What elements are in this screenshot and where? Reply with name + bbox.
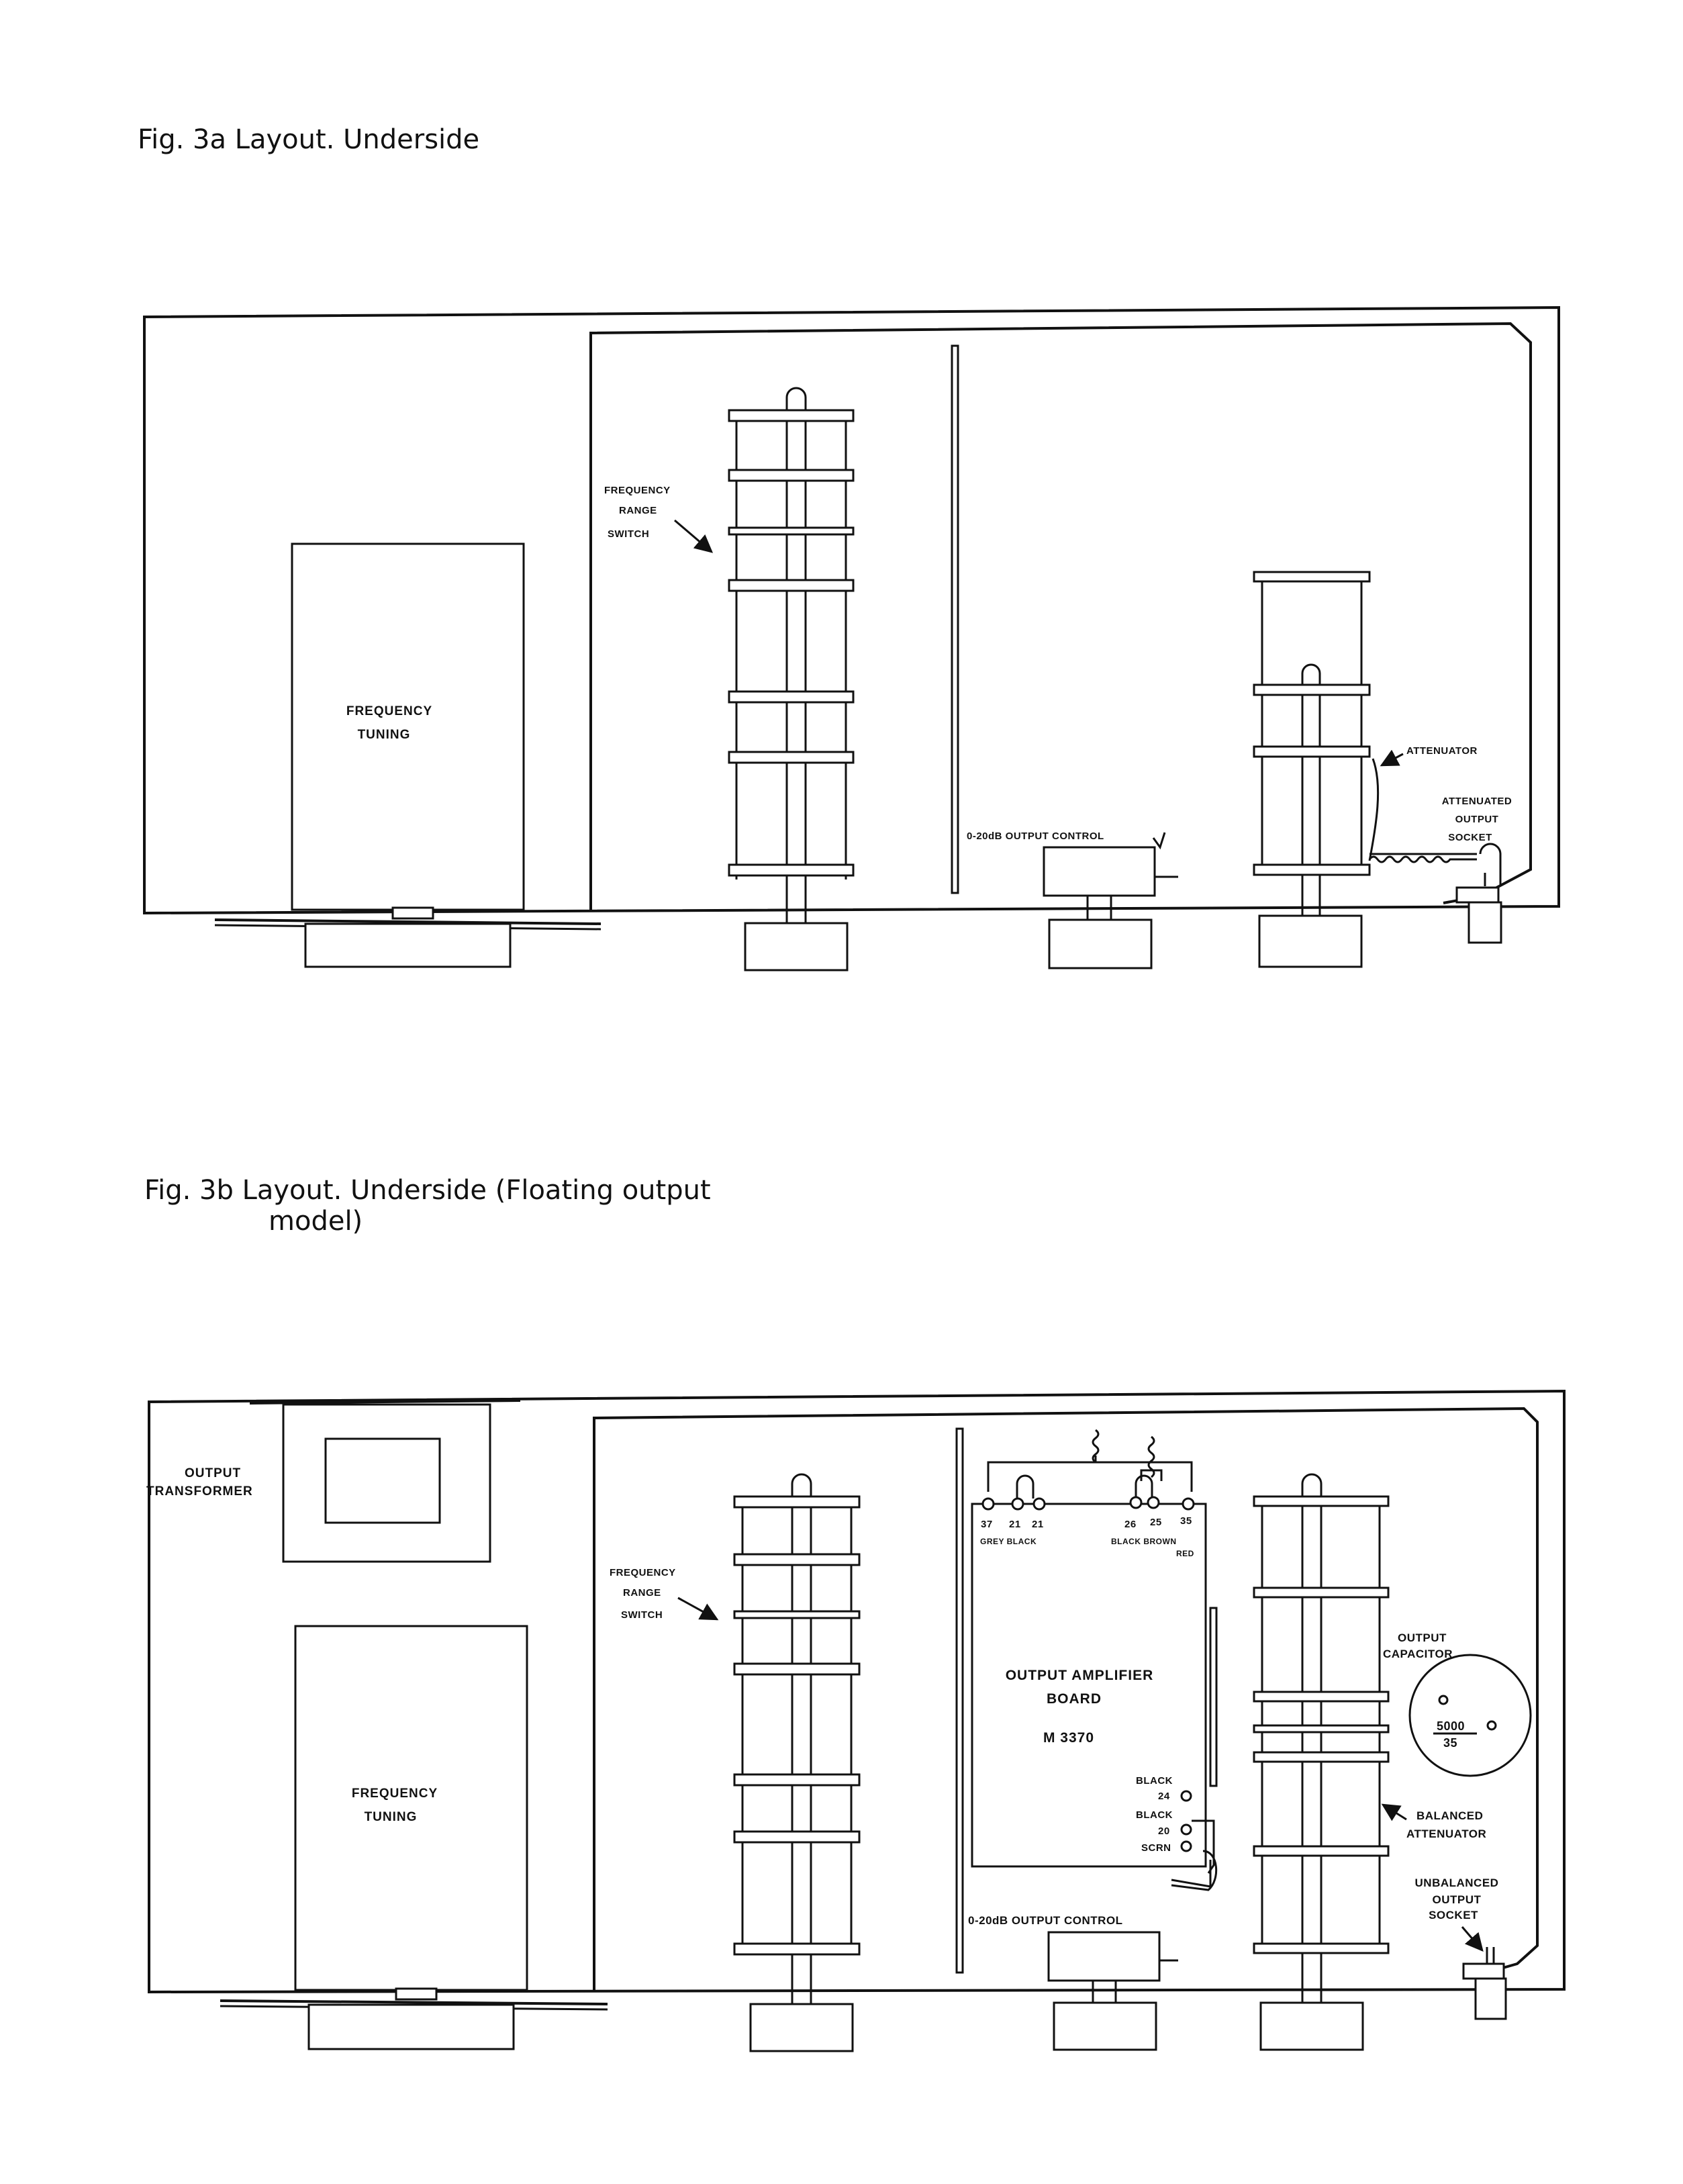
fig3b-term-21b: 21 — [1032, 1519, 1044, 1530]
fig3b-term-25: 25 — [1150, 1517, 1162, 1528]
fig3a-att-socket-label-2: OUTPUT — [1455, 814, 1499, 825]
fig3b-chassis — [148, 1389, 1566, 1994]
fig3a-diagram: FREQUENCY TUNING FREQUENCY RANGE SWITCH — [143, 305, 1560, 971]
fig3a-caption: Fig. 3a Layout. Underside — [138, 124, 480, 155]
fig3b-unbal-label-1: UNBALANCED — [1415, 1877, 1499, 1889]
fig3b-scrn-label: SCRN — [1141, 1842, 1171, 1854]
fig3a-output-control-label: 0-20dB OUTPUT CONTROL — [967, 830, 1104, 842]
fig3b-grey-black-label: GREY BLACK — [980, 1537, 1037, 1546]
fig3b-out-trans-label-2: TRANSFORMER — [146, 1484, 253, 1499]
fig3a-output-control — [1043, 846, 1178, 969]
fig3b-output-capacitor — [1408, 1654, 1532, 1777]
fig3b-unbalanced-socket — [1462, 1947, 1507, 2020]
fig3b-output-transformer — [249, 1399, 521, 1563]
fig3b-out-cap-label-2: CAPACITOR — [1383, 1648, 1453, 1660]
fig3a-att-socket-label-3: SOCKET — [1448, 832, 1492, 843]
fig3a-frequency-tuning — [214, 542, 602, 968]
fig3a-freq-tuning-label-1: FREQUENCY — [346, 704, 432, 718]
fig3b-unbal-label-2: OUTPUT — [1433, 1893, 1482, 1906]
fig3b-term-37: 37 — [981, 1519, 993, 1530]
fig3b-bal-att-label-1: BALANCED — [1416, 1809, 1483, 1822]
fig3b-amp-board-label-1: OUTPUT AMPLIFIER — [1006, 1668, 1154, 1683]
fig3b-frequency-range-switch — [733, 1473, 861, 2052]
fig3b-bal-att-label-2: ATTENUATOR — [1406, 1827, 1486, 1840]
fig3a-freq-range-label-2: RANGE — [619, 505, 657, 516]
fig3b-inner-panel — [593, 1407, 1539, 1991]
fig3b-freq-tuning-label-2: TUNING — [365, 1810, 418, 1824]
fig3b-output-control-label: 0-20dB OUTPUT CONTROL — [968, 1914, 1123, 1927]
fig3b-amp-board-label-2: BOARD — [1047, 1691, 1102, 1707]
fig3b-caption-line2: model) — [269, 1206, 363, 1237]
fig3b-caption-line1: Fig. 3b Layout. Underside (Floating outp… — [144, 1175, 711, 1206]
fig3b-black-brown-label: BLACK BROWN — [1111, 1537, 1177, 1546]
fig3b-black-24-label-2: 24 — [1158, 1791, 1170, 1802]
fig3a-attenuator-label: ATTENUATOR — [1406, 745, 1478, 757]
fig3a-chassis — [143, 305, 1560, 915]
fig3a-attenuator — [1253, 571, 1502, 968]
fig3b-diagram: OUTPUT TRANSFORMER FREQUENCY TUNING — [146, 1389, 1566, 2052]
fig3b-term-35: 35 — [1180, 1515, 1192, 1527]
fig3b-unbal-label-3: SOCKET — [1429, 1909, 1478, 1921]
fig3b-black-20-label-2: 20 — [1158, 1825, 1170, 1837]
fig3b-amp-board-label-3: M 3370 — [1043, 1730, 1094, 1746]
fig3b-black-20-label-1: BLACK — [1136, 1809, 1173, 1821]
fig3b-freq-range-label-3: SWITCH — [621, 1609, 663, 1621]
fig3b-term-21a: 21 — [1009, 1519, 1021, 1530]
fig3b-cap-value: 5000 — [1437, 1719, 1465, 1733]
fig3b-balanced-attenuator — [1253, 1473, 1390, 2051]
fig3b-frequency-tuning — [220, 1625, 608, 2050]
fig3b-output-amplifier-board — [971, 1429, 1218, 1891]
fig3b-caption: Fig. 3b Layout. Underside (Floating outp… — [144, 1175, 711, 1237]
fig3a-freq-range-label-3: SWITCH — [608, 528, 649, 540]
fig3b-cap-voltage: 35 — [1443, 1736, 1457, 1750]
fig3b-freq-range-label-1: FREQUENCY — [610, 1567, 676, 1578]
fig3a-frequency-range-switch — [728, 387, 855, 971]
fig3b-freq-range-label-2: RANGE — [623, 1587, 661, 1599]
fig3b-out-trans-label-1: OUTPUT — [185, 1466, 241, 1480]
fig3a-att-socket-label-1: ATTENUATED — [1442, 796, 1512, 807]
fig3b-output-control — [1047, 1931, 1178, 2051]
fig3b-divider — [955, 1427, 964, 1974]
fig3b-out-cap-label-1: OUTPUT — [1398, 1631, 1447, 1644]
fig3b-term-26: 26 — [1124, 1519, 1137, 1530]
fig3b-freq-tuning-label-1: FREQUENCY — [352, 1787, 438, 1801]
fig3b-black-24-label-1: BLACK — [1136, 1775, 1173, 1787]
fig3b-red-label: RED — [1176, 1549, 1194, 1558]
fig3a-divider — [951, 344, 959, 894]
fig3a-freq-tuning-label-2: TUNING — [358, 728, 411, 742]
fig3a-freq-range-label-1: FREQUENCY — [604, 485, 671, 496]
